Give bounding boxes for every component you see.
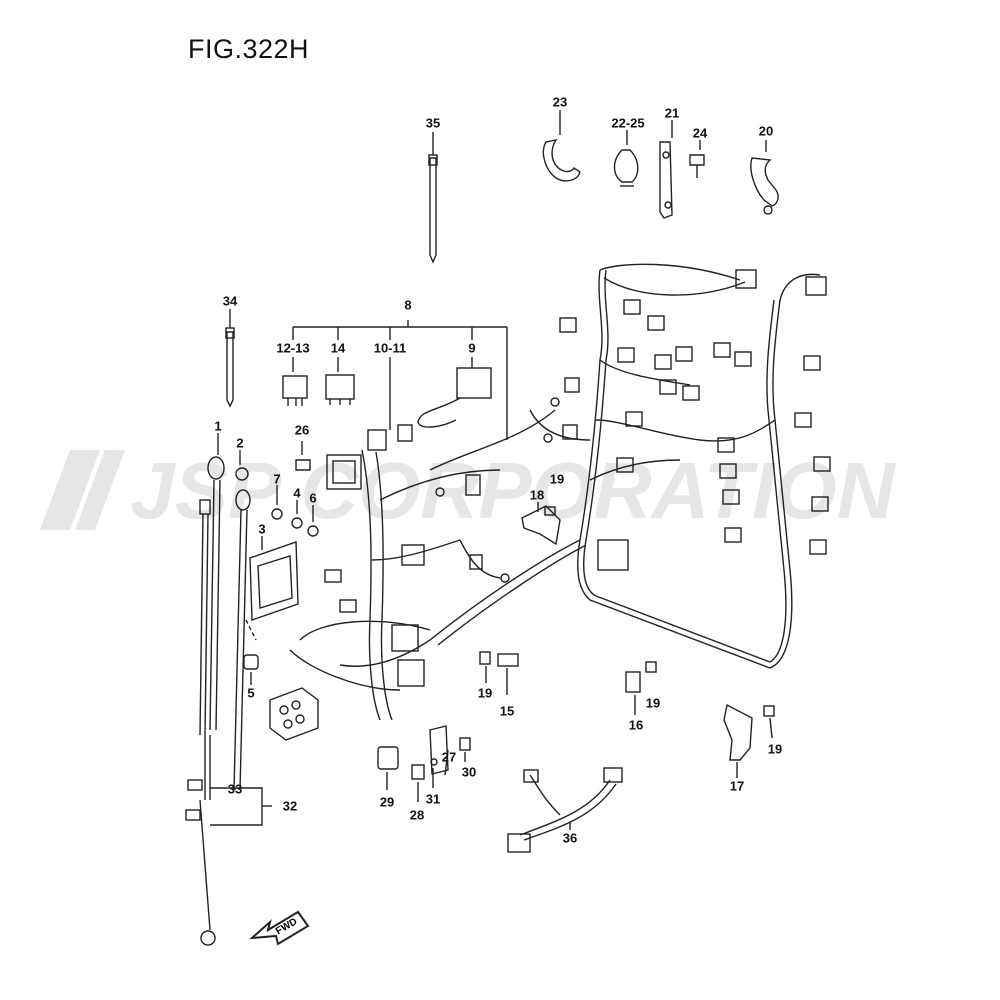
callout-30: 30 (461, 764, 477, 780)
callout-5: 5 (247, 685, 255, 701)
watermark-logo: JSP CORPORATION (40, 446, 897, 535)
callout-14: 14 (330, 340, 346, 356)
callout-4: 4 (293, 485, 301, 501)
callout-33: 33 (227, 781, 243, 797)
callout-23: 23 (552, 94, 568, 110)
callout-21: 21 (664, 105, 680, 121)
callout-19-right: 19 (767, 741, 783, 757)
callout-19-mid: 19 (645, 695, 661, 711)
callout-17: 17 (729, 778, 745, 794)
callout-22-25: 22-25 (611, 115, 645, 131)
callout-35: 35 (425, 115, 441, 131)
callout-7: 7 (273, 471, 281, 487)
callout-24: 24 (692, 125, 708, 141)
callout-9: 9 (468, 340, 476, 356)
callout-18: 18 (529, 487, 545, 503)
figure-title: FIG.322H (188, 34, 310, 64)
fwd-arrow-icon: FWD (250, 910, 310, 946)
callout-1: 1 (214, 418, 222, 434)
callout-3: 3 (258, 521, 266, 537)
callout-6: 6 (309, 490, 317, 506)
callout-15: 15 (499, 703, 515, 719)
callout-8: 8 (404, 297, 412, 313)
callout-31: 31 (425, 791, 441, 807)
callout-10-11: 10-11 (373, 340, 407, 356)
callout-32: 32 (282, 798, 298, 814)
callout-16: 16 (628, 717, 644, 733)
callout-20: 20 (758, 123, 774, 139)
callout-19-left: 19 (477, 685, 493, 701)
callout-29: 29 (379, 794, 395, 810)
callout-19-top: 19 (549, 471, 565, 487)
callout-34: 34 (222, 293, 238, 309)
callout-12-13: 12-13 (276, 340, 310, 356)
watermark-text: JSP CORPORATION (130, 446, 897, 535)
callout-27: 27 (441, 749, 457, 765)
callout-26: 26 (294, 422, 310, 438)
callout-36: 36 (562, 830, 578, 846)
callout-28: 28 (409, 807, 425, 823)
callout-2: 2 (236, 435, 244, 451)
